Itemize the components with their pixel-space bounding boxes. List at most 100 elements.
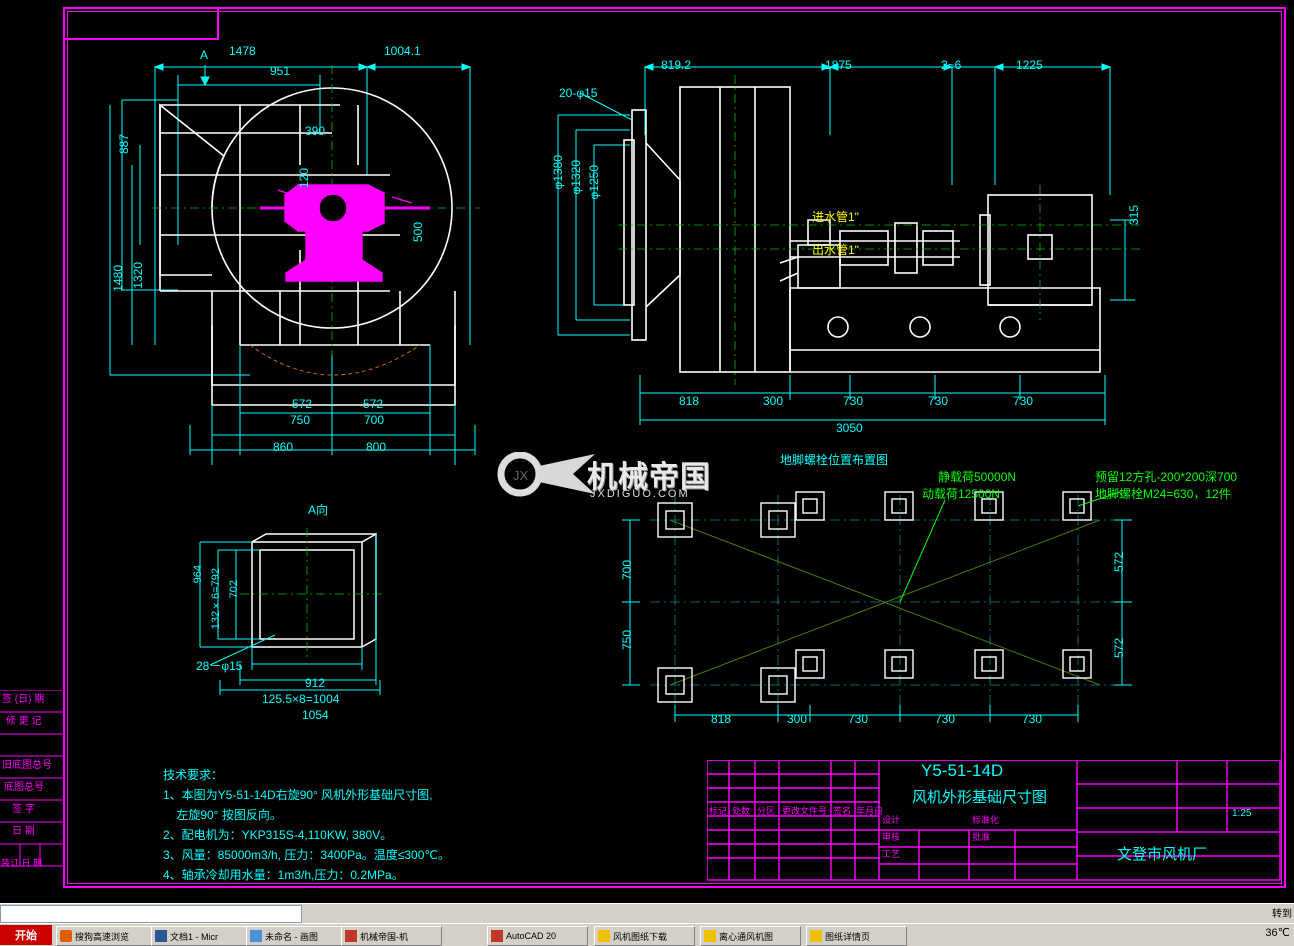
sv-dim-3050: 3050 — [836, 421, 863, 435]
taskbar-button-0[interactable]: 搜狗高速浏览 — [56, 926, 157, 946]
strip-label-2: 旧底图总号 — [2, 760, 52, 771]
a-view-label: A向 — [308, 503, 329, 517]
static-load-label: 静载荷50000N — [938, 470, 1017, 484]
word-document-icon — [155, 930, 167, 942]
tech-note-1b: 左旋90° 按图反向。 — [163, 808, 282, 822]
fd-dim-300: 300 — [787, 712, 808, 726]
tb-header-4: 签名 — [833, 806, 852, 816]
fv-dim-120: 120 — [297, 168, 311, 189]
fv-dim-1004: 1004.1 — [384, 44, 421, 58]
front-view-drawing — [109, 63, 480, 465]
side-view-drawing — [557, 63, 1140, 425]
tech-note-1: 1、本图为Y5-51-14D右旋90° 风机外形基础尺寸图, — [163, 788, 433, 802]
sv-dim-1225: 1225 — [1016, 58, 1043, 72]
fd-dim-730c: 730 — [1022, 712, 1043, 726]
tb-row1-col2: 批准 — [972, 832, 991, 842]
a-view-drawing — [199, 528, 385, 695]
taskbar-button-2[interactable]: 未命名 - 画图 — [246, 926, 347, 946]
av-dim-1054: 1054 — [302, 708, 329, 722]
sogou-browser-icon — [60, 930, 72, 942]
strip-label-3: 底图总号 — [4, 782, 44, 793]
fd-dim-572a: 572 — [1112, 552, 1126, 573]
taskbar-button-4[interactable]: AutoCAD 20 — [487, 926, 588, 946]
paint-icon — [250, 930, 262, 942]
start-button[interactable]: 开始 — [0, 925, 52, 945]
fd-dim-750: 750 — [620, 630, 634, 651]
folder-icon-1 — [598, 930, 610, 942]
sv-inlet-pipe-label: 进水管1" — [812, 210, 859, 224]
title-block-grid — [707, 760, 1281, 881]
taskbar-button-label-4: AutoCAD 20 — [506, 931, 557, 941]
temperature-indicator: 36℃ — [1265, 927, 1290, 939]
title-block-scale: 1:25 — [1232, 808, 1252, 819]
tech-note-4: 4、轴承冷却用水量：1m3/h,压力：0.2MPa。 — [163, 868, 404, 882]
av-dim-964: 964 — [192, 565, 204, 584]
av-hole-spec: 28－φ15 — [196, 659, 243, 673]
sv-dim-300: 300 — [763, 394, 784, 408]
taskbar-button-6[interactable]: 离心通风机图 — [700, 926, 801, 946]
svg-text:JX: JX — [513, 468, 529, 483]
tech-note-2: 2、配电机为：YKP315S-4,110KW, 380V。 — [163, 828, 393, 842]
folder-icon-3 — [810, 930, 822, 942]
av-dim-1255x8: 125.5×8=1004 — [262, 692, 340, 706]
tb-row2-col0: 工艺 — [882, 849, 901, 859]
drawing-corner-tab — [63, 7, 219, 40]
strip-label-1: 修 更 记 — [6, 716, 42, 727]
watermark: JX 机械帝国 JXDIGUO.COM — [495, 452, 795, 504]
drawing-outer-border — [63, 7, 1286, 888]
folder-icon-2 — [704, 930, 716, 942]
reserved-hole-label: 预留12方孔-200*200深700 — [1095, 470, 1238, 484]
sv-dim-818: 818 — [679, 394, 700, 408]
title-block-company: 文登市风机厂 — [1117, 846, 1208, 863]
title-block-model: Y5-51-14D — [921, 761, 1004, 780]
tech-notes-title: 技术要求： — [163, 768, 224, 782]
fv-dim-390: 390 — [305, 124, 326, 138]
tb-header-5: 年月日 — [856, 806, 884, 816]
sv-dim-d1320: φ1320 — [569, 160, 583, 195]
tb-row0-col2: 标准化 — [972, 815, 1000, 825]
address-input[interactable] — [0, 905, 302, 923]
fv-dim-1478: 1478 — [229, 44, 256, 58]
sv-dim-d1250: φ1250 — [587, 165, 601, 200]
taskbar-button-label-5: 风机图纸下载 — [613, 931, 668, 942]
tb-header-0: 标记 — [709, 806, 728, 816]
website-icon — [345, 930, 357, 942]
fv-dim-572b: 572 — [363, 397, 384, 411]
sv-dim-730a: 730 — [843, 394, 864, 408]
foundation-layout-drawing — [622, 491, 1132, 722]
drawing-inner-border — [67, 11, 1282, 884]
sv-hole-spec: 20-φ15 — [559, 86, 598, 100]
taskbar-button-label-3: 机械帝国-机 — [360, 931, 408, 942]
browser-bottom-strip — [0, 903, 1294, 926]
taskbar-button-label-6: 离心通风机图 — [719, 931, 774, 942]
fd-dim-818: 818 — [711, 712, 732, 726]
tb-header-1: 处数 — [732, 806, 751, 816]
taskbar-button-1[interactable]: 文档1 - Micr — [151, 926, 252, 946]
autocad-icon — [491, 930, 503, 942]
fv-dim-1320: 1320 — [131, 262, 145, 289]
fv-dim-887: 887 — [117, 134, 131, 155]
sv-dim-730c: 730 — [1013, 394, 1034, 408]
tb-header-3: 更改文件号 — [782, 806, 828, 816]
tb-row1-col0: 审核 — [882, 832, 901, 842]
left-title-strip — [0, 690, 63, 867]
taskbar-button-label-2: 未命名 - 画图 — [265, 931, 318, 942]
dynamic-load-label: 动载荷12500N — [922, 487, 1001, 501]
title-block-subtitle: 风机外形基础尺寸图 — [912, 789, 1048, 806]
sv-dim-d1380: φ1380 — [551, 155, 565, 190]
sv-dim-730b: 730 — [928, 394, 949, 408]
taskbar-button-3[interactable]: 机械帝国-机 — [341, 926, 442, 946]
sv-dim-8192: 819.2 — [661, 58, 692, 72]
fv-dim-800: 800 — [366, 440, 387, 454]
taskbar-button-5[interactable]: 风机图纸下载 — [594, 926, 695, 946]
fd-dim-572b: 572 — [1112, 638, 1126, 659]
taskbar-button-7[interactable]: 图纸详情页 — [806, 926, 907, 946]
strip-label-4: 签 字 — [12, 804, 35, 815]
watermark-text: 机械帝国 — [587, 461, 711, 494]
tech-note-3: 3、风量：85000m3/h, 压力：3400Pa。温度≤300℃。 — [163, 848, 450, 862]
fv-dim-572a: 572 — [292, 397, 313, 411]
go-button[interactable]: 转到 — [1272, 909, 1292, 920]
av-dim-132x6: 132×6=792 — [210, 568, 222, 630]
fv-dim-700: 700 — [364, 413, 385, 427]
